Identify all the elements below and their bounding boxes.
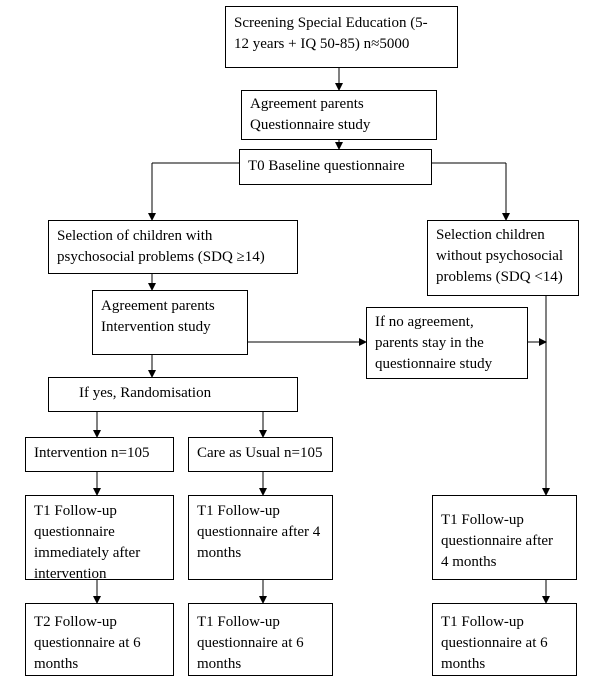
care-as-usual-box: Care as Usual n=105	[188, 437, 333, 472]
t1-care-as-usual-6m-box: T1 Follow-up questionnaire at 6 months	[188, 603, 333, 676]
t2-intervention-box: T2 Follow-up questionnaire at 6 months	[25, 603, 174, 676]
no-agreement-box: If no agreement, parents stay in the que…	[366, 307, 528, 379]
selection-with-problems-box: Selection of children with psychosocial …	[48, 220, 298, 274]
t1-intervention-box: T1 Follow-up questionnaire immediately a…	[25, 495, 174, 582]
selection-without-problems-box: Selection children without psychosocial …	[427, 220, 579, 296]
agreement-questionnaire-box: Agreement parents Questionnaire study	[241, 90, 437, 140]
agreement-intervention-box: Agreement parents Intervention study	[92, 290, 248, 355]
screening-box: Screening Special Education (5- 12 years…	[225, 6, 458, 68]
t1-without-problems-6m-box: T1 Follow-up questionnaire at 6 months	[432, 603, 577, 676]
t1-without-problems-box: T1 Follow-up questionnaire after 4 month…	[432, 495, 577, 580]
t0-baseline-box: T0 Baseline questionnaire	[239, 149, 432, 185]
intervention-box: Intervention n=105	[25, 437, 174, 472]
t1-care-as-usual-box: T1 Follow-up questionnaire after 4 month…	[188, 495, 333, 580]
randomisation-box: If yes, Randomisation	[48, 377, 298, 412]
